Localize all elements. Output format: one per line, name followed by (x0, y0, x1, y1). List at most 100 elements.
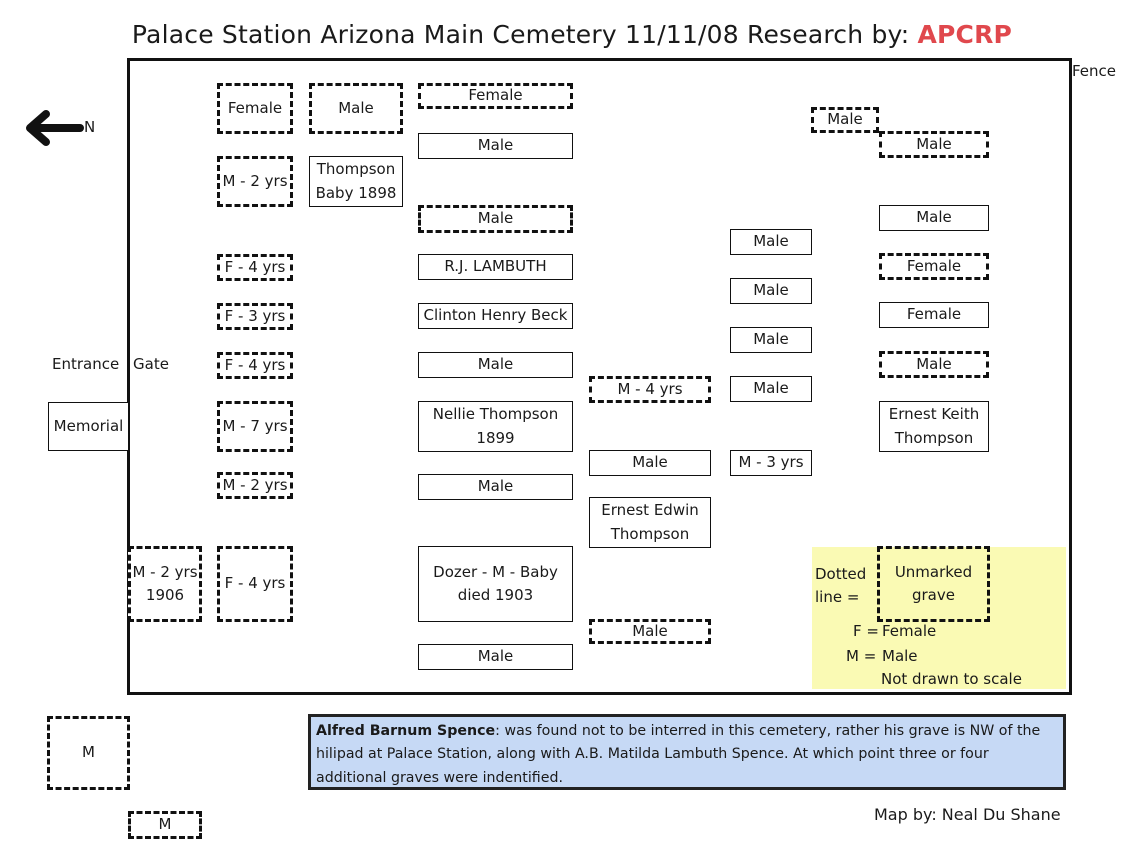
grave-label: Thompson Baby 1898 (315, 160, 397, 202)
grave-c5-male4: Male (730, 376, 812, 402)
note-name: Alfred Barnum Spence (316, 723, 496, 739)
grave-label: M - 2 yrs 1906 (132, 562, 198, 604)
grave-label: Ernest Keith Thompson (888, 405, 980, 447)
legend-unmarked-grave: Unmarked grave (877, 546, 990, 622)
grave-label: Male (338, 98, 374, 117)
grave-label: Male (753, 330, 789, 349)
grave-label: Ernest Edwin Thompson (601, 501, 699, 543)
grave-label: Male (827, 110, 863, 129)
grave-c4-male2: Male (589, 619, 711, 644)
grave-label: Dozer - M - Baby died 1903 (433, 562, 558, 604)
legend-scale-note: Not drawn to scale (881, 670, 1022, 688)
grave-label: Male (477, 647, 514, 666)
grave-c1-m2: M - 2 yrs (217, 156, 293, 207)
grave-c3-male3: Male (418, 352, 573, 378)
grave-label: M - 4 yrs (617, 379, 683, 398)
gate-label: Gate (133, 355, 169, 373)
north-label: N (84, 118, 96, 136)
grave-label: Male (916, 134, 952, 153)
title-brand: APCRP (917, 20, 1013, 49)
grave-c4-m4: M - 4 yrs (589, 376, 711, 403)
grave-label: Female (906, 305, 962, 324)
spence-note: Alfred Barnum Spence: was found not to b… (308, 714, 1066, 790)
grave-c4-male1: Male (589, 450, 711, 476)
grave-c0-m2-1906: M - 2 yrs 1906 (128, 546, 202, 622)
grave-label: Male (753, 232, 789, 251)
grave-c7-male3: Male (879, 351, 989, 378)
grave-label: Male (477, 209, 514, 228)
memorial-label: Memorial (53, 416, 124, 435)
grave-label: Female (227, 98, 283, 117)
grave-c1-f4c: F - 4 yrs (217, 546, 293, 622)
grave-outside-m1: M (47, 716, 130, 790)
grave-c3-male1: Male (418, 133, 573, 159)
grave-c1-f3: F - 3 yrs (217, 303, 293, 330)
legend-f-key: F = (853, 622, 879, 640)
grave-c3-male4: Male (418, 474, 573, 500)
grave-c1-female: Female (217, 83, 293, 134)
grave-c3-male2: Male (418, 205, 573, 233)
grave-label: Male (477, 136, 514, 155)
grave-label: Male (753, 379, 789, 398)
fence-label: Fence (1072, 62, 1117, 80)
grave-c3-male5: Male (418, 644, 573, 670)
grave-label: Female (906, 256, 962, 275)
grave-c3-beck: Clinton Henry Beck (418, 303, 573, 329)
legend-m-value: Male (882, 647, 918, 665)
grave-c5-male1: Male (730, 229, 812, 255)
grave-label: Male (916, 208, 952, 227)
grave-label: Male (477, 355, 514, 374)
legend-f-value: Female (882, 622, 937, 640)
grave-c3-nellie: Nellie Thompson 1899 (418, 401, 573, 452)
grave-c1-m7: M - 7 yrs (217, 401, 293, 452)
legend-panel (812, 547, 1066, 689)
grave-c7-male1: Male (879, 131, 989, 158)
grave-c7-female1: Female (879, 253, 989, 280)
legend-dotted-line: Dotted line = (815, 565, 867, 607)
grave-label: F - 3 yrs (224, 306, 286, 325)
grave-c5-m3: M - 3 yrs (730, 450, 812, 476)
grave-label: R.J. LAMBUTH (444, 257, 547, 276)
grave-c7-male2: Male (879, 205, 989, 231)
map-title: Palace Station Arizona Main Cemetery 11/… (0, 20, 1144, 49)
grave-c1-f4a: F - 4 yrs (217, 254, 293, 281)
grave-c2-thompson-baby: Thompson Baby 1898 (309, 156, 403, 207)
grave-label: F - 4 yrs (224, 257, 286, 276)
grave-c2-male: Male (309, 83, 403, 134)
grave-label: Male (632, 621, 668, 640)
grave-c3-dozer: Dozer - M - Baby died 1903 (418, 546, 573, 622)
grave-c1-m2b: M - 2 yrs (217, 472, 293, 499)
grave-c3-female: Female (418, 83, 573, 109)
grave-label: F - 4 yrs (224, 574, 286, 593)
grave-c5-male3: Male (730, 327, 812, 353)
grave-label: M - 2 yrs (222, 171, 288, 190)
grave-label: M - 7 yrs (222, 416, 288, 435)
grave-outside-m2: M (128, 811, 202, 839)
grave-label: M (158, 815, 172, 834)
grave-label: M - 3 yrs (738, 453, 804, 472)
map-credit: Map by: Neal Du Shane (874, 805, 1061, 824)
entrance-label: Entrance (52, 355, 120, 373)
grave-label: Nellie Thompson 1899 (432, 405, 559, 447)
note-text: : was found not to be interred in this c… (316, 723, 1041, 786)
title-text: Palace Station Arizona Main Cemetery 11/… (131, 20, 910, 49)
grave-c6-male-top: Male (811, 107, 879, 133)
grave-c7-female2: Female (879, 302, 989, 328)
grave-c3-lambuth: R.J. LAMBUTH (418, 254, 573, 280)
grave-label: Clinton Henry Beck (423, 306, 568, 325)
cemetery-fence (127, 58, 1072, 695)
north-arrow-icon (24, 108, 84, 156)
grave-label: Male (477, 477, 514, 496)
grave-c1-f4b: F - 4 yrs (217, 352, 293, 379)
grave-c7-ernest-keith: Ernest Keith Thompson (879, 401, 989, 452)
memorial-box: Memorial (48, 402, 129, 451)
grave-label: Male (632, 453, 668, 472)
grave-label: M (82, 743, 95, 762)
grave-c4-ernest-edwin: Ernest Edwin Thompson (589, 497, 711, 548)
grave-label: M - 2 yrs (222, 475, 288, 494)
grave-label: Male (753, 281, 789, 300)
legend-m-key: M = (846, 647, 877, 665)
grave-label: F - 4 yrs (224, 355, 286, 374)
grave-label: Female (468, 86, 523, 105)
legend-unmarked-label: Unmarked grave (894, 562, 973, 604)
